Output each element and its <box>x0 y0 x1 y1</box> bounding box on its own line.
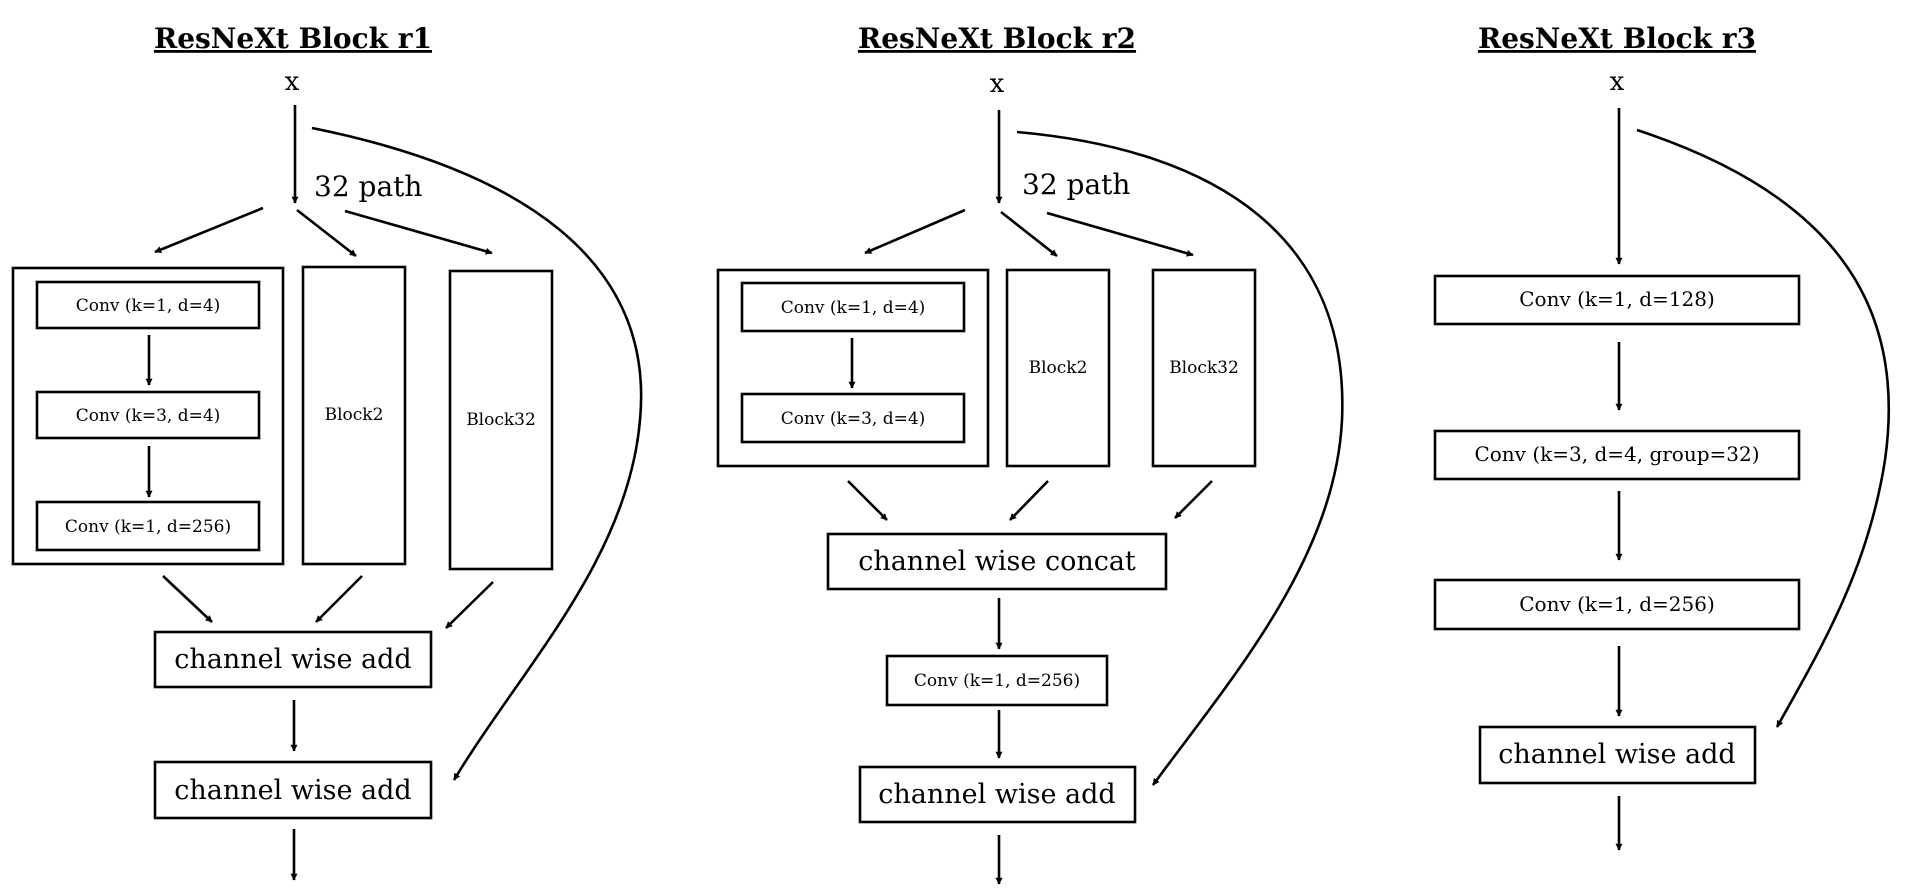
r2-block32-label: Block32 <box>1169 358 1239 378</box>
r1-conv2-label: Conv (k=3, d=4) <box>76 406 221 426</box>
r1-add2-label: channel wise add <box>174 775 411 806</box>
r2-edge-p1-concat <box>847 480 888 521</box>
r2-concat-box <box>826 532 1168 591</box>
r1-edge-split-p32 <box>344 209 493 255</box>
r2-path-label: 32 path <box>1022 168 1130 201</box>
r1-add1-box <box>153 630 433 689</box>
r2-edge-p2-concat <box>1009 480 1049 521</box>
r1-path-label: 32 path <box>314 170 422 203</box>
r2-edge-p32-concat <box>1174 480 1213 519</box>
r3-conv2-label: Conv (k=3, d=4, group=32) <box>1474 442 1759 466</box>
r3-add-box <box>1478 725 1757 785</box>
block-r2: ResNeXt Block r2 x 32 path Conv (k=1, d=… <box>716 22 1344 885</box>
r2-block32-box <box>1151 268 1257 468</box>
r2-block2-label: Block2 <box>1029 358 1088 378</box>
r1-conv1-box <box>35 280 261 330</box>
r3-input-x: x <box>1610 67 1625 97</box>
r2-input-x: x <box>990 69 1005 99</box>
r1-edge-p1-add <box>162 575 213 623</box>
r1-edge-split-p2 <box>296 208 357 258</box>
r2-edge-split-p2 <box>1000 210 1058 258</box>
r1-block32-box <box>448 269 554 571</box>
r2-concat-label: channel wise concat <box>858 546 1136 577</box>
r1-edge-split-p1 <box>154 206 264 254</box>
r3-edge-skip <box>1636 128 1891 728</box>
block-r3: ResNeXt Block r3 x Conv (k=1, d=128) Con… <box>1433 22 1891 851</box>
r1-conv2-box <box>35 390 261 440</box>
r1-conv3-label: Conv (k=1, d=256) <box>65 517 231 537</box>
r1-add1-label: channel wise add <box>174 644 411 675</box>
r3-conv2-box <box>1433 429 1801 481</box>
r1-block32-label: Block32 <box>466 410 536 430</box>
r2-conv3-label: Conv (k=1, d=256) <box>914 671 1080 691</box>
r1-title: ResNeXt Block r1 <box>154 22 432 55</box>
r2-conv3-box <box>885 654 1109 707</box>
r3-conv1-box <box>1433 274 1801 326</box>
r2-conv2-box <box>740 392 966 444</box>
r2-add-box <box>858 765 1137 824</box>
r1-edge-skip <box>311 126 643 781</box>
r2-conv2-label: Conv (k=3, d=4) <box>781 409 926 429</box>
r1-block2-box <box>301 265 407 566</box>
r3-add-label: channel wise add <box>1498 739 1735 770</box>
r3-conv1-label: Conv (k=1, d=128) <box>1519 287 1715 311</box>
r1-block2-label: Block2 <box>325 405 384 425</box>
r2-block2-box <box>1005 268 1111 468</box>
r3-conv3-box <box>1433 578 1801 631</box>
r2-title: ResNeXt Block r2 <box>858 22 1136 55</box>
r1-conv1-label: Conv (k=1, d=4) <box>76 296 221 316</box>
r2-add-label: channel wise add <box>878 779 1115 810</box>
r3-conv3-label: Conv (k=1, d=256) <box>1519 592 1715 616</box>
r1-edge-p2-add <box>315 575 363 623</box>
r3-title: ResNeXt Block r3 <box>1478 22 1756 55</box>
r1-conv3-box <box>35 500 261 552</box>
r2-conv1-label: Conv (k=1, d=4) <box>781 298 926 318</box>
r1-edge-p32-add <box>445 581 494 629</box>
block-r1: ResNeXt Block r1 x 32 path Conv (k=1, d=… <box>11 22 643 881</box>
r1-add2-box <box>153 760 433 820</box>
r2-edge-skip <box>1016 130 1344 786</box>
r1-input-x: x <box>285 67 300 97</box>
r2-edge-split-p32 <box>1046 211 1194 257</box>
r2-edge-split-p1 <box>864 208 966 255</box>
r2-conv1-box <box>740 281 966 333</box>
